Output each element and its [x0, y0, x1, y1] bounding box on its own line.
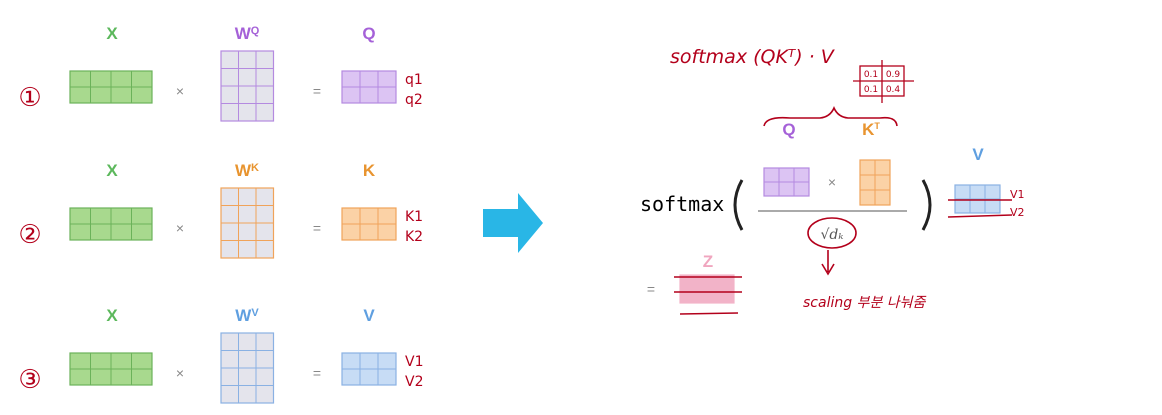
formula-kt-matrix: [859, 159, 891, 206]
w-matrix: [220, 187, 275, 259]
scaling-note: scaling 부분 나눠줌: [803, 295, 927, 311]
arrow-down-icon: [821, 250, 835, 276]
formula-multiply-sign: ×: [828, 174, 836, 190]
vector-note: V2: [405, 374, 423, 390]
formula-equals-sign: =: [647, 281, 655, 297]
score-cell: 0.1: [864, 70, 878, 80]
z-cells: [679, 274, 735, 304]
vector-note: K2: [405, 229, 423, 245]
right-arrow-icon: [483, 193, 543, 253]
vector-note: q2: [405, 92, 423, 108]
vector-note: q1: [405, 72, 423, 88]
x-matrix: [69, 207, 153, 241]
w-label: WQ: [235, 24, 260, 43]
equals-sign: =: [313, 365, 321, 381]
score-cell: 0.1: [864, 85, 878, 95]
formula-q-matrix: [763, 167, 810, 197]
sqrt-dk-circle: [807, 217, 857, 249]
formula-q-label: Q: [782, 120, 795, 139]
vector-note: K1: [405, 209, 423, 225]
left-paren: [733, 179, 744, 231]
multiply-sign: ×: [176, 365, 184, 381]
x-label: X: [106, 306, 118, 325]
equals-sign: =: [313, 83, 321, 99]
v2-note: V2: [1010, 206, 1025, 219]
brace: [763, 106, 898, 127]
sqrt-dk: √dₖ: [821, 227, 844, 243]
softmax-word: softmax: [640, 192, 724, 216]
kt-cells: [859, 159, 891, 206]
v-row-strike: [947, 214, 1013, 218]
formula-z-matrix: [679, 274, 735, 304]
multiply-sign: ×: [176, 83, 184, 99]
right-paren: [921, 179, 932, 231]
score-cell: 0.9: [886, 70, 901, 80]
w-matrix: [220, 50, 275, 122]
formula-v-label: V: [972, 145, 984, 164]
output-label: V: [363, 306, 375, 325]
formula-v-matrix: [954, 184, 1001, 214]
handwritten-formula: softmax (QKᵀ) · V: [670, 46, 836, 68]
equals-sign: =: [313, 220, 321, 236]
handwritten-annotations: softmax (QKᵀ) · V 0.1 0.9 0.1 0.4 V1 V2 …: [670, 46, 1025, 315]
x-matrix: [69, 70, 153, 104]
projection-row: ① X × WQ = Qq1 q2: [18, 24, 423, 122]
v1-note: V1: [1010, 188, 1025, 201]
output-matrix: [341, 207, 397, 241]
step-number: ①: [18, 83, 41, 113]
multiply-sign: ×: [176, 220, 184, 236]
score-matrix-sketch: 0.1 0.9 0.1 0.4: [853, 60, 914, 103]
output-label: K: [363, 161, 376, 180]
step-number: ②: [18, 220, 41, 250]
x-matrix: [69, 352, 153, 386]
output-matrix: [341, 352, 397, 386]
formula-kt-label: KT: [862, 120, 880, 139]
output-matrix: [341, 70, 397, 104]
attention-formula: softmax Q × KT √dₖ V = Z: [640, 120, 1001, 304]
w-label: WV: [235, 306, 259, 325]
q-cells: [763, 167, 810, 197]
x-label: X: [106, 24, 118, 43]
v-cells: [954, 184, 1001, 214]
z-row-strike: [679, 312, 739, 315]
w-matrix: [220, 332, 275, 404]
score-cell: 0.4: [886, 85, 901, 95]
formula-z-label: Z: [703, 252, 713, 271]
vector-note: V1: [405, 354, 423, 370]
step-number: ③: [18, 365, 41, 395]
x-label: X: [106, 161, 118, 180]
output-label: Q: [362, 24, 375, 43]
w-label: WK: [235, 161, 259, 180]
